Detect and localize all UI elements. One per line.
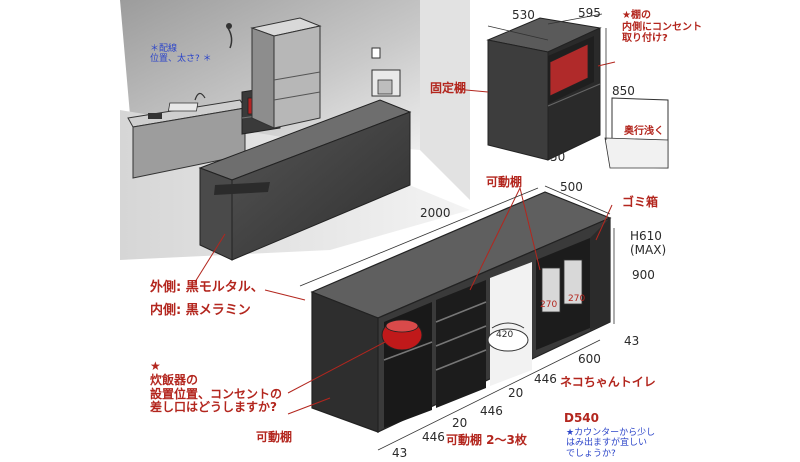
- dim-446-b: 446: [480, 404, 503, 418]
- trash-height-label: H610 (MAX): [630, 229, 667, 257]
- counter-overhang-note: ★カウンターから少し はみ出ますが宜しい でしょうか?: [566, 428, 656, 459]
- dim-850: 850: [612, 84, 635, 98]
- depth-shallow-label: 奥行浅く: [624, 126, 664, 137]
- dim-500: 500: [560, 180, 583, 194]
- leader-lines: [194, 61, 616, 415]
- dimension-lines: [299, 13, 615, 451]
- dim-43-left: 43: [392, 446, 408, 460]
- depth-540-label: D540: [564, 411, 600, 425]
- microwave-shelf: [486, 17, 602, 161]
- fixed-shelf-label: 固定棚: [430, 81, 467, 95]
- dim-2000: 2000: [420, 206, 451, 220]
- dim-600: 600: [578, 352, 601, 366]
- dim-446-c: 446: [422, 430, 445, 444]
- refrigerator: [250, 17, 322, 129]
- dim-420: 420: [496, 330, 514, 340]
- dim-446-a: 446: [534, 372, 557, 386]
- dim-900: 900: [632, 268, 655, 282]
- island-counter: [198, 99, 412, 261]
- island-cabinet: [310, 191, 612, 433]
- dim-20-b: 20: [452, 416, 468, 430]
- movable-shelf-top-label: 可動棚: [486, 175, 523, 189]
- dim-50: 50: [550, 150, 566, 164]
- movable-shelves-count-label: 可動棚 2～3枚: [446, 433, 527, 447]
- coffee-maker: [371, 69, 401, 97]
- movable-shelf-bottom-label: 可動棚: [256, 430, 293, 444]
- shallow-depth-box: [604, 97, 669, 169]
- dim-595: 595: [578, 6, 601, 20]
- dim-270-b: 270: [568, 294, 586, 304]
- inner-material-label: 内側: 黒メラミン: [150, 303, 251, 318]
- cat-toilet-label: ネコちゃんトイレ: [560, 375, 656, 389]
- dim-20-a: 20: [508, 386, 524, 400]
- shelf-outlet-note: ★棚の 内側にコンセント 取り付け?: [622, 10, 702, 44]
- dim-43-right: 43: [624, 334, 640, 348]
- back-counter: [127, 92, 246, 179]
- trash-label: ゴミ箱: [622, 195, 659, 209]
- rice-cooker-note: ★ 炊飯器の 設置位置、コンセントの 差し口はどうしますか?: [150, 359, 283, 415]
- outer-material-label: 外側: 黒モルタル、: [150, 280, 264, 295]
- dim-270-a: 270: [540, 300, 558, 310]
- wall-outlet: [226, 23, 381, 59]
- wiring-note: ＊配線 位置、太さ? ＊: [150, 44, 212, 65]
- dim-530: 530: [512, 8, 535, 22]
